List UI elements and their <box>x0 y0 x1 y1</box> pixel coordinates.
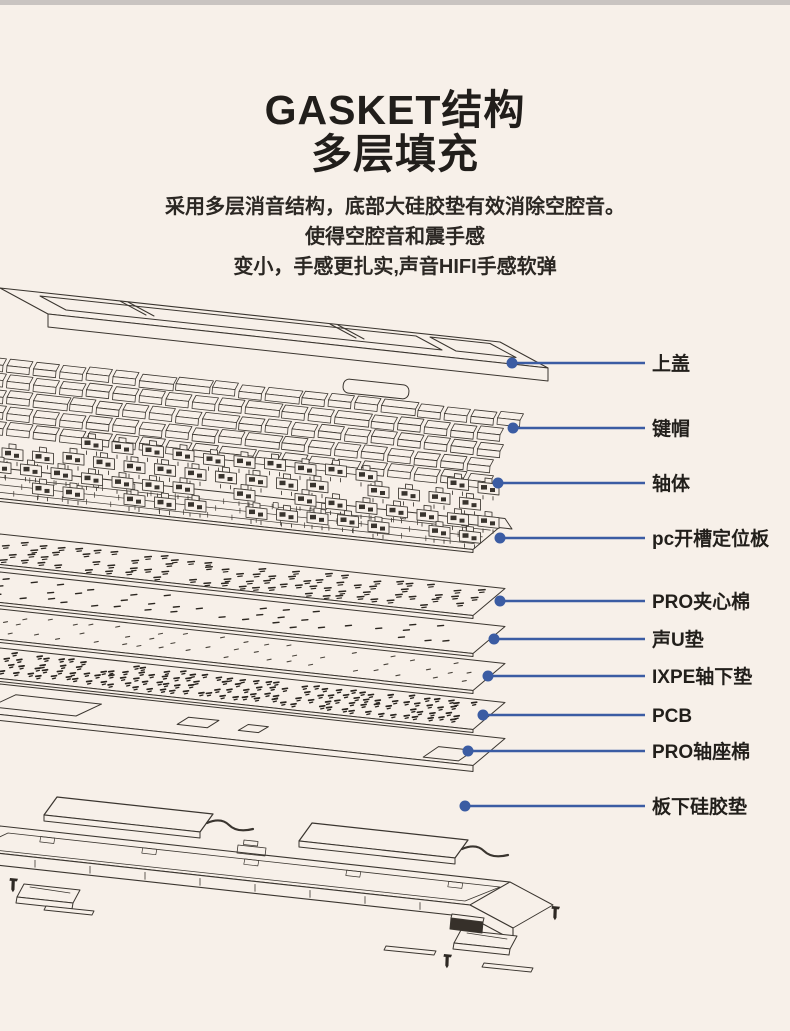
leader-dot <box>506 357 518 369</box>
layer-label: 轴体 <box>652 472 691 495</box>
leader-dot <box>477 709 489 721</box>
layer-label: pc开槽定位板 <box>652 527 770 550</box>
layer-label: PRO夹心棉 <box>652 590 750 613</box>
leader-dot <box>482 670 494 682</box>
layer-label: IXPE轴下垫 <box>652 665 752 688</box>
description: 采用多层消音结构，底部大硅胶垫有效消除空腔音。 使得空腔音和震手感 变小，手感更… <box>0 192 790 282</box>
leader-dot <box>462 745 474 757</box>
seat-foam-drawing <box>0 683 506 772</box>
title-line-2: 多层填充 <box>311 131 479 177</box>
description-line-2: 使得空腔音和震手感 <box>305 226 485 248</box>
leader-dot <box>494 532 506 544</box>
title-line-1: GASKET结构 <box>264 87 526 133</box>
pcb-drawing <box>0 647 506 733</box>
feet-and-screws-drawing <box>9 878 560 973</box>
sound-pad-drawing <box>0 571 506 657</box>
switches-drawing <box>0 433 500 549</box>
leader-dot <box>507 422 519 434</box>
description-line-3: 变小，手感更扎实,声音HIFI手感软弹 <box>233 256 557 278</box>
layer-label: 键帽 <box>651 417 690 440</box>
leader-dot <box>459 800 471 812</box>
top-cover-drawing <box>0 287 549 400</box>
description-line-1: 采用多层消音结构，底部大硅胶垫有效消除空腔音。 <box>165 196 625 218</box>
sandwich-foam-drawing <box>0 533 506 619</box>
layer-label: PRO轴座棉 <box>652 740 750 763</box>
layer-label: 板下硅胶垫 <box>652 795 747 818</box>
silicone-pads-drawing <box>43 796 510 865</box>
top-edge-strip <box>0 0 790 5</box>
layer-label: 上盖 <box>652 352 690 375</box>
leader-dot <box>492 477 504 489</box>
keycaps-drawing <box>0 357 524 490</box>
leader-dot <box>494 595 506 607</box>
ixpe-pad-drawing <box>0 608 506 694</box>
page-title: GASKET结构 多层填充 <box>0 88 790 176</box>
leader-dot <box>488 633 500 645</box>
header: GASKET结构 多层填充 采用多层消音结构，底部大硅胶垫有效消除空腔音。 使得… <box>0 88 790 282</box>
layer-label: PCB <box>652 706 692 727</box>
layer-label: 声U垫 <box>651 628 704 651</box>
